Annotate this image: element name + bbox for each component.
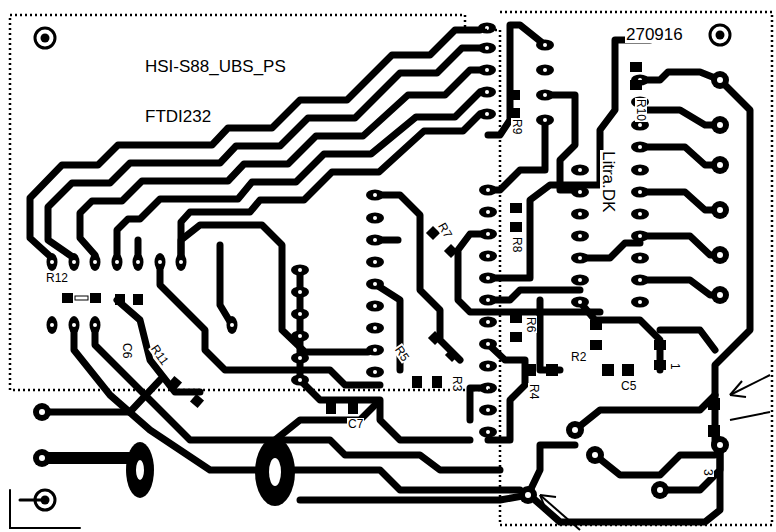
component-label: R6 (525, 316, 537, 333)
component-label: R2 (570, 351, 587, 363)
component-label: Litra.DK (600, 150, 617, 213)
component-label: C5 (620, 380, 637, 392)
module-outline: HSI-S88_UBS_PS FTDI232 (10, 15, 500, 390)
component-label: C7 (347, 418, 364, 430)
component-label: R7 (436, 220, 455, 241)
component-label: R3 (451, 375, 463, 392)
silkscreen-title: HSI-S88_UBS_PS (145, 58, 286, 75)
component-label: 270916 (625, 26, 684, 43)
silkscreen-title: FTDI232 (145, 108, 211, 125)
component-label: 1 (669, 362, 681, 371)
component-label: R8 (511, 236, 523, 253)
component-label: R12 (45, 272, 69, 284)
component-label: C6 (121, 342, 133, 359)
component-label: R10 (635, 98, 647, 122)
component-label: R4 (528, 383, 540, 400)
component-label: R9 (511, 118, 523, 135)
component-label: R5 (392, 343, 412, 364)
component-label: 3 (702, 468, 714, 477)
